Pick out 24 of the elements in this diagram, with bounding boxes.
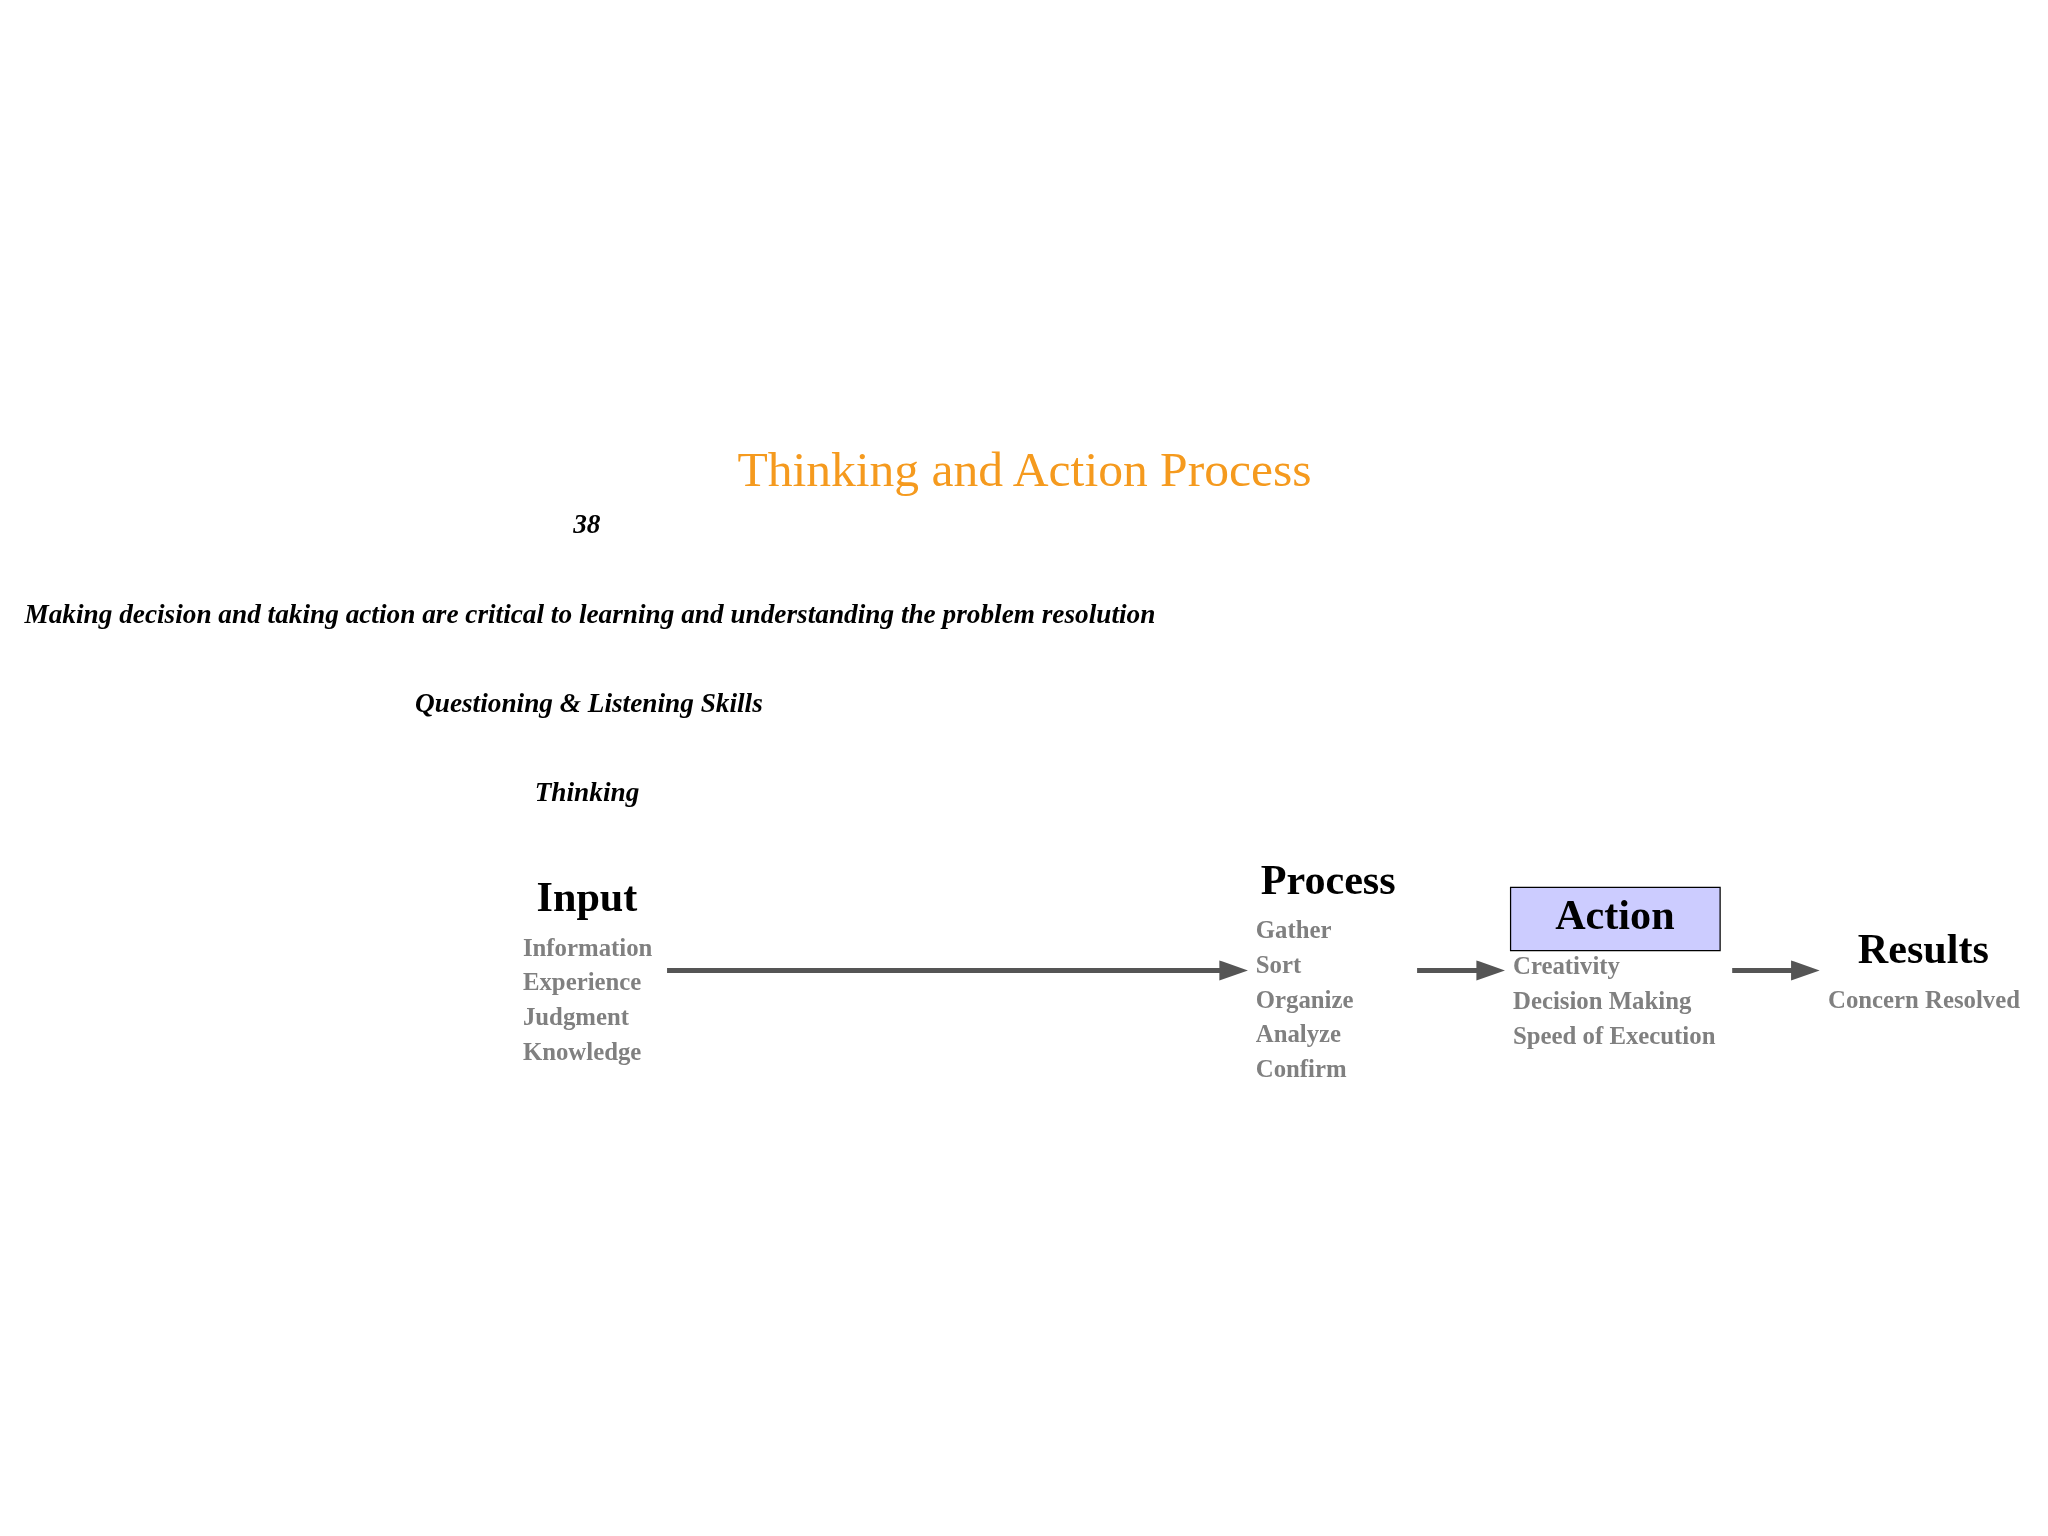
node-label: Speed of Execution [1512, 1021, 1715, 1049]
diagram-title: Thinking and Action Process [736, 441, 1312, 497]
node-label: Knowledge [522, 1037, 641, 1065]
node-label: Sort [1255, 950, 1301, 978]
node-label: Creativity [1512, 952, 1620, 980]
node-label: Concern Resolved [1827, 985, 2020, 1013]
node-label: Judgment [522, 1002, 629, 1030]
node-label: Gather [1255, 916, 1331, 944]
arrow [1416, 960, 1505, 981]
node-text: Process [1260, 855, 1396, 903]
node-label: Analyze [1255, 1020, 1341, 1048]
node-label: Experience [522, 968, 641, 996]
label: Thinking [534, 777, 639, 808]
node-label: Organize [1255, 985, 1353, 1013]
node-text: Results [1857, 925, 1989, 973]
arrow [1731, 960, 1820, 981]
node-label: Confirm [1255, 1055, 1347, 1083]
node-label: Decision Making [1512, 986, 1691, 1014]
node-text: Input [536, 873, 637, 921]
label: Making decision and taking action are critical to learning and understanding the problem resolution [23, 598, 1155, 629]
label: 38 [572, 509, 600, 540]
label: Questioning & Listening Skills [414, 688, 763, 719]
node-label: Information [522, 933, 652, 961]
arrow [666, 960, 1248, 981]
